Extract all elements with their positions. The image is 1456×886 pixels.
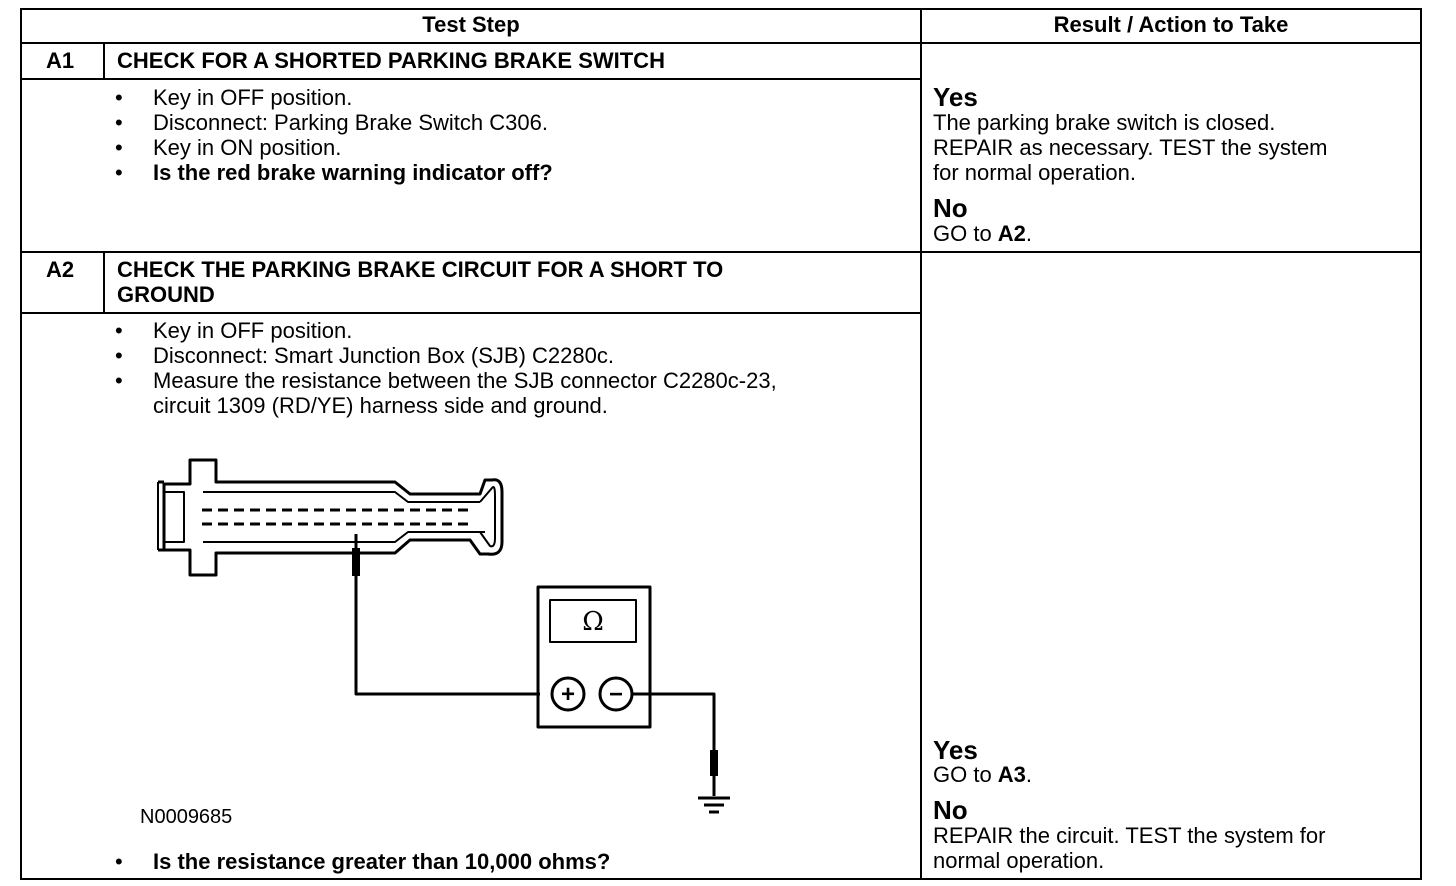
row-divider-a1-a2 [20, 251, 1422, 253]
a1-no-label: No [933, 193, 968, 223]
connector-icon [157, 458, 504, 577]
a1-procedure-list: •Key in OFF position. •Disconnect: Parki… [115, 85, 553, 185]
column-divider [920, 8, 922, 880]
list-item: •Key in ON position. [115, 135, 342, 160]
step-title-a1: CHECK FOR A SHORTED PARKING BRAKE SWITCH [117, 48, 665, 73]
list-item: •Key in OFF position. [115, 85, 353, 110]
probe-icon [352, 534, 360, 576]
a2-question: •Is the resistance greater than 10,000 o… [115, 849, 611, 874]
a2-procedure-list: •Key in OFF position. •Disconnect: Smart… [115, 318, 777, 418]
meter-ohm-symbol: Ω [582, 607, 604, 637]
a1-no-ref: A2 [997, 221, 1026, 246]
connector-measurement-diagram: Ω + − [157, 458, 730, 814]
a2-yes-text: GO to A3. [933, 762, 1033, 787]
a2-no-text-line: normal operation. [933, 848, 1105, 873]
figure-id: N0009685 [140, 806, 233, 828]
a2-no-text-line: REPAIR the circuit. TEST the system for [933, 823, 1326, 848]
a1-title-divider [20, 78, 922, 80]
a1-no-text: GO to A2. [933, 221, 1033, 246]
a2-id-divider [103, 251, 105, 314]
header-result: Result / Action to Take [1053, 12, 1289, 37]
list-item: •Disconnect: Smart Junction Box (SJB) C2… [115, 343, 614, 368]
step-id-a2: A2 [46, 257, 75, 282]
meter-minus-symbol: − [609, 681, 623, 708]
step-id-a1: A1 [46, 48, 75, 73]
a2-no-label: No [933, 795, 968, 825]
list-item: •Measure the resistance between the SJB … [115, 368, 777, 393]
header-test-step: Test Step [422, 12, 520, 37]
list-item: •Key in OFF position. [115, 318, 353, 343]
meter-plus-symbol: + [561, 681, 575, 708]
table-header-divider [20, 42, 1422, 44]
a1-yes-text-line: The parking brake switch is closed. [933, 110, 1276, 135]
a1-id-divider [103, 42, 105, 80]
a2-yes-ref: A3 [997, 762, 1026, 787]
list-item-question: •Is the red brake warning indicator off? [115, 160, 553, 185]
ohmmeter-icon [536, 585, 652, 729]
table-border-bottom [20, 878, 1422, 880]
step-title-a2-line1: CHECK THE PARKING BRAKE CIRCUIT FOR A SH… [117, 257, 724, 282]
a1-yes-text-line: REPAIR as necessary. TEST the system [933, 135, 1328, 160]
ground-icon [698, 750, 730, 814]
a1-yes-text-line: for normal operation. [933, 160, 1136, 185]
a2-yes-label: Yes [933, 735, 978, 765]
a1-yes-label: Yes [933, 82, 978, 112]
step-title-a2-line2: GROUND [117, 282, 215, 307]
table-border-top [20, 8, 1422, 10]
table-border-right [1420, 8, 1422, 880]
a2-title-divider [20, 312, 922, 314]
list-item: •Disconnect: Parking Brake Switch C306. [115, 110, 548, 135]
table-border-left [20, 8, 22, 880]
list-item-continuation: circuit 1309 (RD/YE) harness side and gr… [153, 393, 608, 418]
